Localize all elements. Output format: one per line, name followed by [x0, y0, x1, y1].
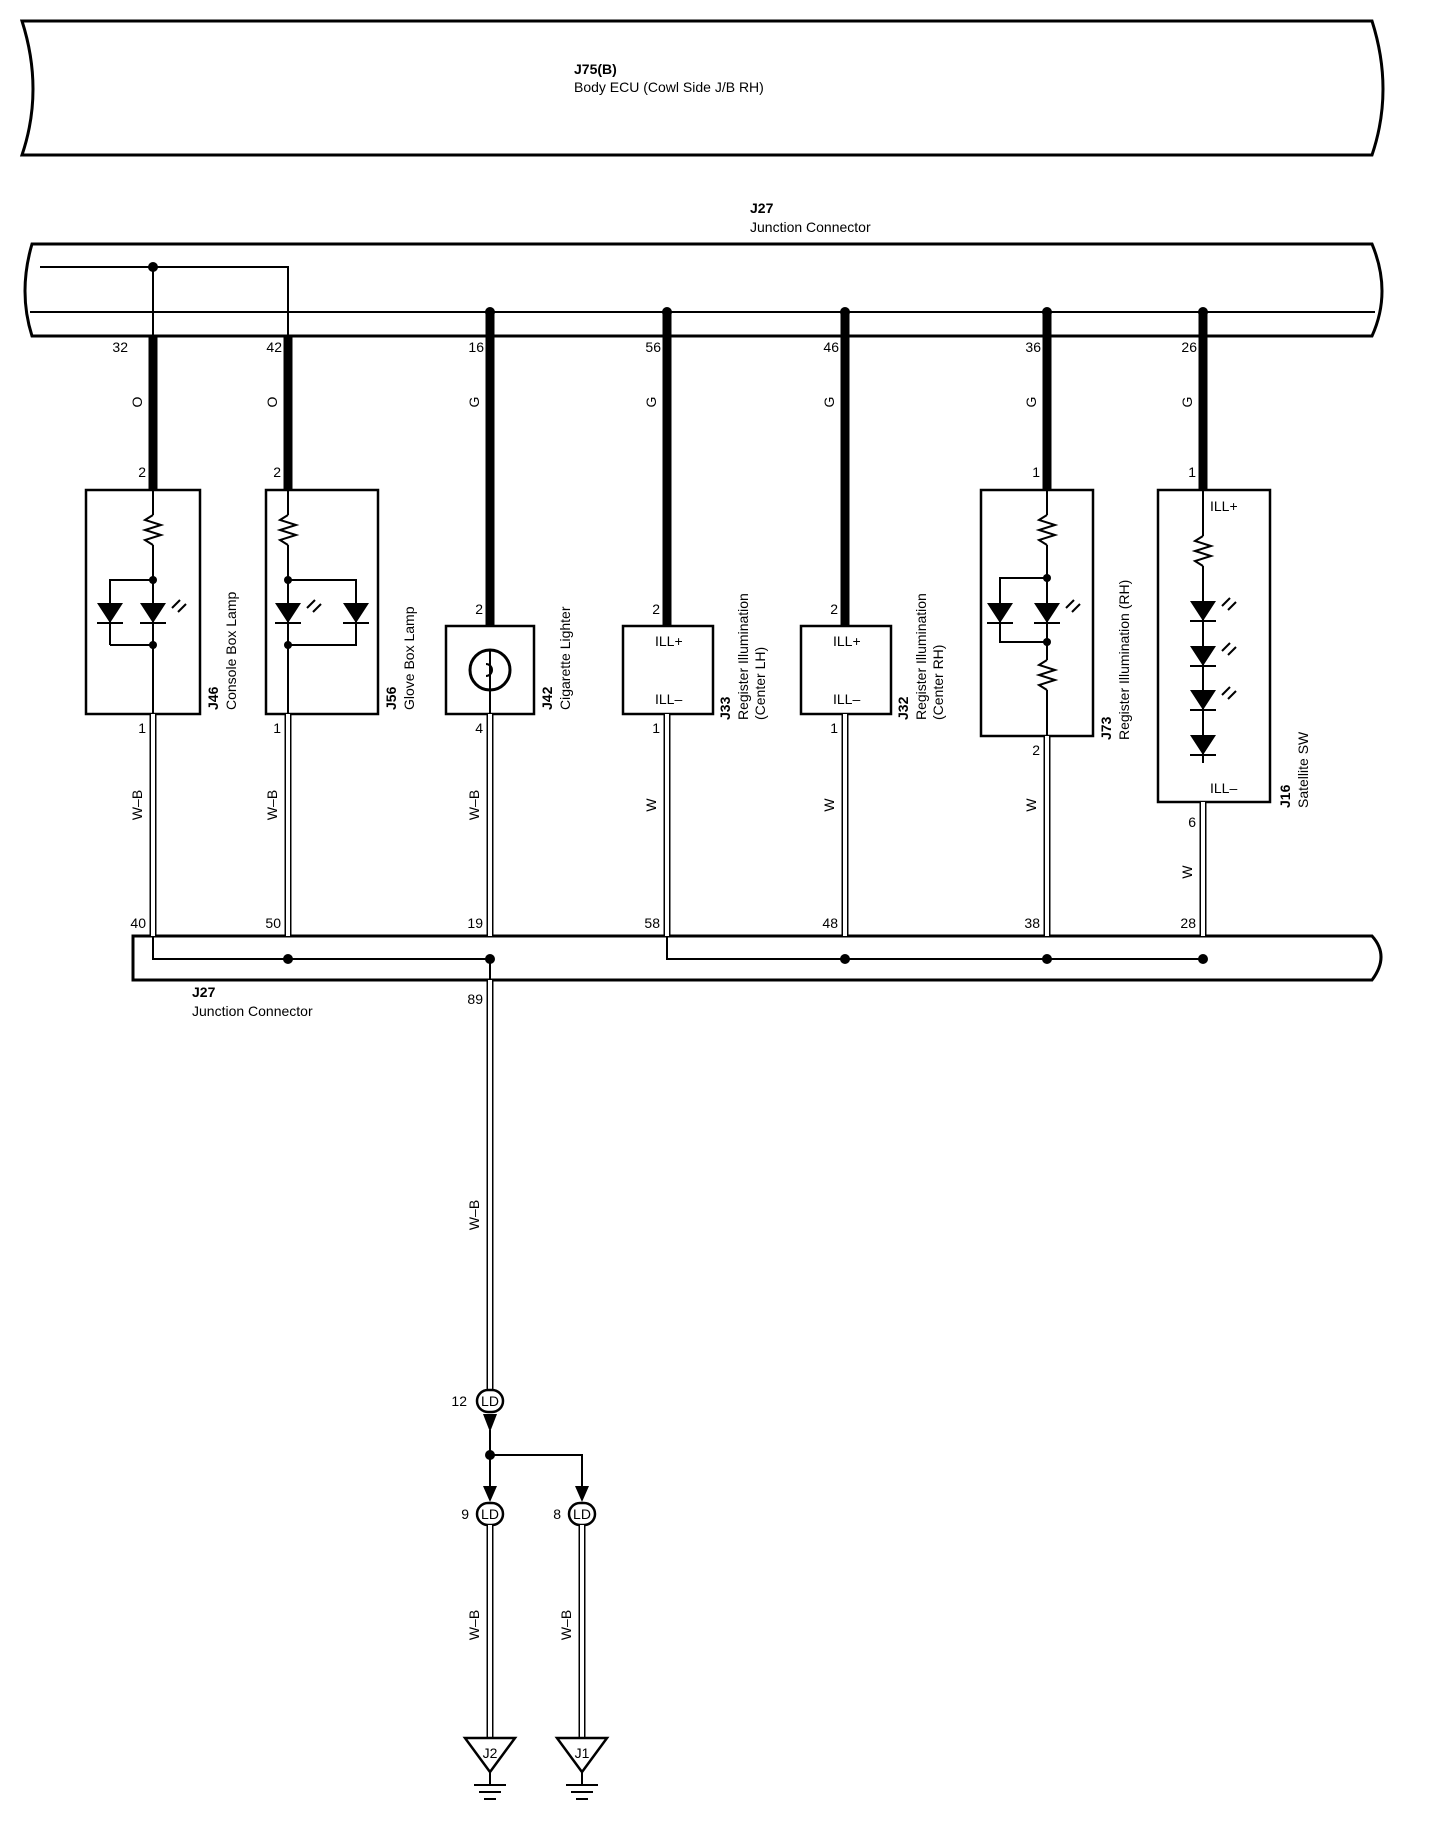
pin-top-j33: 56 — [645, 339, 661, 355]
junction-bottom-name: Junction Connector — [192, 1003, 313, 1019]
wire-color-top-j46: O — [129, 396, 145, 407]
pin-out-j32: 1 — [830, 720, 838, 736]
wire-color-bot-j73: W — [1023, 798, 1039, 812]
wire-color-ground-b: W–B — [558, 1610, 574, 1640]
name-j42: Cigarette Lighter — [557, 606, 573, 710]
code-j56: J56 — [383, 686, 399, 710]
wire-color-ground-run: W–B — [466, 1200, 482, 1230]
junction-top-name: Junction Connector — [750, 219, 871, 235]
code-j33: J33 — [717, 696, 733, 720]
component-j42: 16 G 2 J42 Cigarette Lighter 4 W–B 19 — [444, 312, 573, 936]
junction-bottom-code: J27 — [192, 984, 216, 1000]
ld-label-a: LD — [481, 1506, 499, 1522]
pin-out-j73: 2 — [1032, 742, 1040, 758]
ground-icon: J2 — [462, 1736, 518, 1800]
pin-out-j42: 4 — [475, 720, 483, 736]
pin-bot-j32: 48 — [822, 915, 838, 931]
pin-in-j46: 2 — [138, 464, 146, 480]
junction-connector-top: J27 Junction Connector — [23, 200, 1384, 338]
component-j16: 26 G 1 ILL+ ILL– J16 Satellite SW 6 W 28 — [1156, 312, 1311, 936]
wire-color-bot-j33: W — [643, 798, 659, 812]
wire-color-top-j42: G — [466, 397, 482, 408]
component-j33: 56 G 2 ILL+ ILL– J33 Register Illuminati… — [621, 312, 768, 936]
component-j73: 36 G 1 J73 Register Illumination (RH) 2 … — [979, 312, 1132, 936]
pin-top-j16: 26 — [1181, 339, 1197, 355]
wire-color-top-j73: G — [1023, 397, 1039, 408]
ground-branches: W–B W–B J2 J1 — [462, 1525, 610, 1800]
code-j32: J32 — [895, 696, 911, 720]
ground-icon: J1 — [554, 1736, 610, 1800]
name-j33: Register Illumination — [735, 593, 751, 720]
pin-out-j46: 1 — [138, 720, 146, 736]
pin-bot-j42: 19 — [467, 915, 483, 931]
ld-label-b: LD — [573, 1506, 591, 1522]
ecu-name: Body ECU (Cowl Side J/B RH) — [574, 79, 764, 95]
pin-in-j16: 1 — [1188, 464, 1196, 480]
wire-color-top-j33: G — [643, 397, 659, 408]
pin-bot-j16: 28 — [1180, 915, 1196, 931]
wire-color-bot-j16: W — [1179, 865, 1195, 879]
pin-out-j56: 1 — [273, 720, 281, 736]
wire-color-ground-a: W–B — [466, 1610, 482, 1640]
wire-color-bot-j46: W–B — [129, 790, 145, 820]
pin-bot-j46: 40 — [130, 915, 146, 931]
ld-pin-main: 12 — [451, 1393, 467, 1409]
pin-out-j33: 1 — [652, 720, 660, 736]
component-j32: 46 G 2 ILL+ ILL– J32 Register Illuminati… — [799, 312, 946, 936]
terminal-minus-j16: ILL– — [1210, 780, 1237, 796]
pin-bot-j56: 50 — [265, 915, 281, 931]
wire-color-top-j56: O — [264, 396, 280, 407]
wire-color-bot-j56: W–B — [264, 790, 280, 820]
ground-label-j1: J1 — [575, 1745, 590, 1761]
ground-run: 89 W–B — [466, 980, 494, 1390]
component-j46: 32 O 2 J46 Console Box Lamp 1 W–B 40 — [84, 336, 239, 936]
pin-ground-run: 89 — [467, 991, 483, 1007]
pin-in-j32: 2 — [830, 601, 838, 617]
terminal-minus-j33: ILL– — [655, 691, 682, 707]
pin-top-j32: 46 — [823, 339, 839, 355]
ld-pin-a: 9 — [461, 1506, 469, 1522]
name-j56: Glove Box Lamp — [401, 606, 417, 710]
code-j73: J73 — [1098, 716, 1114, 740]
terminal-plus-j33: ILL+ — [655, 633, 683, 649]
body-ecu-block: J75(B) Body ECU (Cowl Side J/B RH) — [19, 19, 1385, 157]
code-j16: J16 — [1277, 784, 1293, 808]
name2-j32: (Center RH) — [930, 645, 946, 720]
pin-out-j16: 6 — [1188, 814, 1196, 830]
name2-j33: (Center LH) — [752, 647, 768, 720]
component-j56: 42 O 2 J56 Glove Box Lamp 1 W–B 50 — [264, 336, 417, 936]
name-j16: Satellite SW — [1295, 731, 1311, 808]
code-j42: J42 — [539, 686, 555, 710]
terminal-minus-j32: ILL– — [833, 691, 860, 707]
pin-bot-j33: 58 — [644, 915, 660, 931]
pin-top-j46: 32 — [112, 339, 128, 355]
pin-in-j73: 1 — [1032, 464, 1040, 480]
name-j46: Console Box Lamp — [223, 591, 239, 710]
pin-top-j42: 16 — [468, 339, 484, 355]
ld-pin-b: 8 — [553, 1506, 561, 1522]
terminal-plus-j16: ILL+ — [1210, 498, 1238, 514]
pin-top-j56: 42 — [266, 339, 282, 355]
name-j73: Register Illumination (RH) — [1116, 580, 1132, 740]
code-j46: J46 — [205, 686, 221, 710]
ld-connector: LD 12 LD 9 LD 8 — [451, 1388, 597, 1527]
pin-bot-j73: 38 — [1024, 915, 1040, 931]
pin-in-j56: 2 — [273, 464, 281, 480]
ecu-code: J75(B) — [574, 61, 617, 77]
wire-color-top-j32: G — [821, 397, 837, 408]
wire-color-bot-j42: W–B — [466, 790, 482, 820]
wire-color-top-j16: G — [1179, 397, 1195, 408]
ground-label-j2: J2 — [483, 1745, 498, 1761]
pin-in-j42: 2 — [475, 601, 483, 617]
terminal-plus-j32: ILL+ — [833, 633, 861, 649]
junction-connector-bottom: J27 Junction Connector — [131, 934, 1383, 1019]
wire-color-bot-j32: W — [821, 798, 837, 812]
pin-top-j73: 36 — [1025, 339, 1041, 355]
ld-label-main: LD — [481, 1393, 499, 1409]
name-j32: Register Illumination — [913, 593, 929, 720]
pin-in-j33: 2 — [652, 601, 660, 617]
junction-top-code: J27 — [750, 200, 774, 216]
